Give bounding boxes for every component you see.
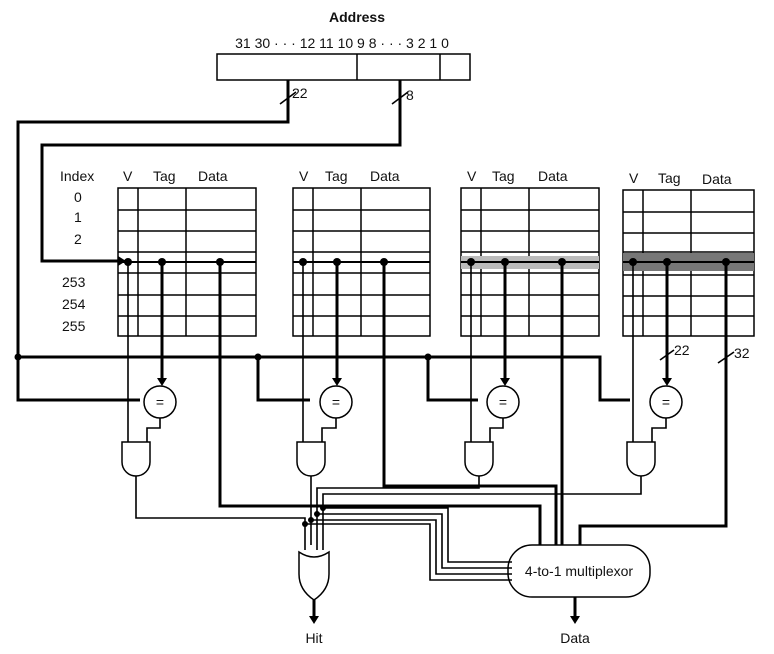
- cache-way-3: V Tag Data: [622, 170, 755, 337]
- index-value-1: 1: [74, 209, 82, 225]
- comparator-1: =: [319, 385, 353, 419]
- cache-way-2: V Tag Data: [460, 168, 600, 337]
- way-3-tag-width: 22: [674, 342, 690, 358]
- comparator-3: =: [649, 385, 683, 419]
- comparator-1-symbol: =: [332, 394, 340, 410]
- index-value-2: 2: [74, 231, 82, 247]
- way-2-v-header: V: [467, 168, 477, 184]
- way-1-data-header: Data: [370, 168, 400, 184]
- data-output-label: Data: [560, 630, 590, 646]
- way-3-data-width: 32: [734, 345, 750, 361]
- valid-wires: [127, 262, 667, 442]
- way-3-tag-header: Tag: [658, 170, 681, 186]
- address-bit-labels: 31 30 · · · 12 11 10 9 8 · · · 3 2 1 0: [235, 35, 449, 51]
- cache-way-1: V Tag Data: [292, 168, 431, 337]
- index-header: Index: [60, 168, 94, 184]
- four-to-one-multiplexor: 4-to-1 multiplexor: [507, 544, 651, 624]
- or-gate-hit: [298, 550, 330, 624]
- cache-way-0: V Tag Data: [117, 168, 257, 337]
- mux-label: 4-to-1 multiplexor: [525, 563, 633, 579]
- way-1-v-header: V: [299, 168, 309, 184]
- and-gate-3: [626, 441, 656, 477]
- address-buses: [14, 80, 630, 402]
- comparator-0: =: [143, 385, 177, 419]
- index-value-253: 253: [62, 274, 86, 290]
- comparator-2-symbol: =: [499, 394, 507, 410]
- comparator-3-symbol: =: [662, 394, 670, 410]
- way-2-tag-header: Tag: [492, 168, 515, 184]
- tag-bus-width: 22: [292, 85, 308, 101]
- way-1-tag-header: Tag: [325, 168, 348, 184]
- way-0-data-header: Data: [198, 168, 228, 184]
- index-bus-width: 8: [406, 87, 414, 103]
- tag-compare-wires: [157, 262, 735, 386]
- comparator-0-symbol: =: [156, 394, 164, 410]
- index-value-254: 254: [62, 296, 86, 312]
- and-gate-2: [464, 441, 494, 477]
- index-value-255: 255: [62, 318, 86, 334]
- index-value-0: 0: [74, 189, 82, 205]
- address-register: [216, 53, 471, 81]
- hit-output-label: Hit: [305, 630, 322, 646]
- way-3-v-header: V: [629, 170, 639, 186]
- comparator-2: =: [486, 385, 520, 419]
- way-2-data-header: Data: [538, 168, 568, 184]
- way-0-v-header: V: [123, 168, 133, 184]
- hit-signal-wires: [135, 476, 642, 581]
- address-title: Address: [329, 9, 385, 25]
- data-wires: [218, 262, 728, 545]
- way-0-tag-header: Tag: [153, 168, 176, 184]
- and-gate-0: [121, 441, 151, 477]
- and-gate-1: [296, 441, 326, 477]
- way-3-data-header: Data: [702, 171, 732, 187]
